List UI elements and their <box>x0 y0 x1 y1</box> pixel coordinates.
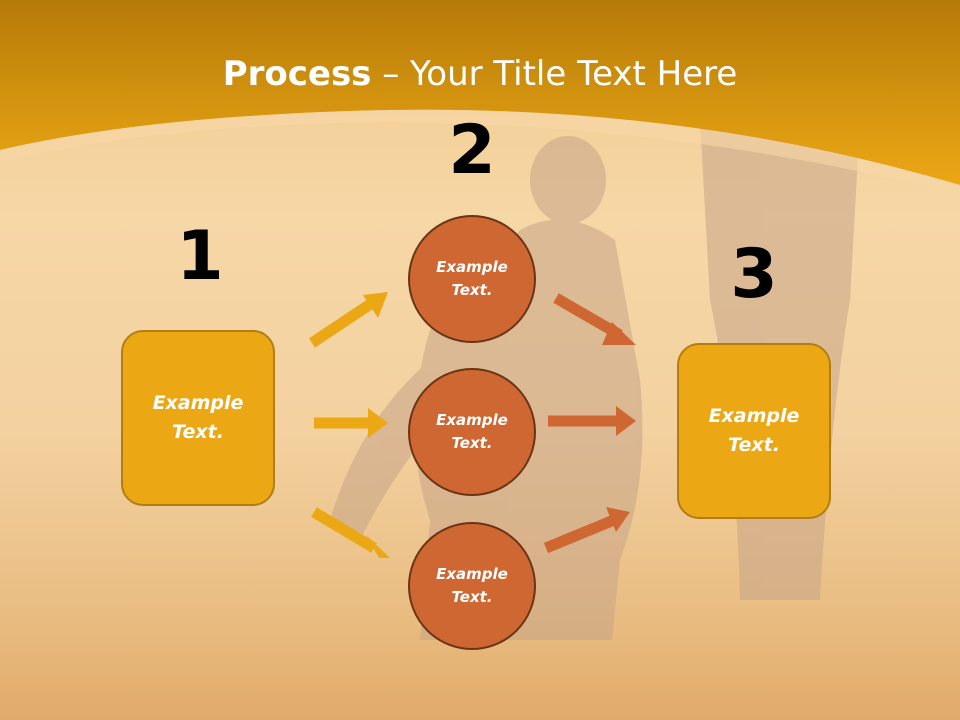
header-band <box>0 0 960 185</box>
step-1-text: Example Text. <box>152 392 244 443</box>
arrow-in-top-head <box>363 292 388 318</box>
step-2-item-3-text: Example Text. <box>436 565 508 606</box>
step-2-item-1-text: Example Text. <box>436 258 508 299</box>
title-rest: – Your Title Text Here <box>371 54 738 94</box>
step-2-item-2-text: Example Text. <box>436 411 508 452</box>
step-2-circle-bottom: Example Text. <box>408 522 536 650</box>
step-3-text: Example Text. <box>708 405 800 456</box>
arrow-in-bottom <box>311 507 377 553</box>
header-highlight <box>0 109 960 195</box>
arrows-in <box>308 292 390 558</box>
title-bold: Process <box>222 54 372 94</box>
arrow-out-bottom <box>543 514 617 554</box>
slide-title: Process – Your Title Text Here <box>0 52 960 96</box>
arrow-in-bottom-head <box>366 535 390 558</box>
arrow-out-top-head <box>602 322 636 345</box>
arrow-in-top <box>308 298 376 348</box>
step-1-box: Example Text. <box>121 330 275 506</box>
arrow-out-bottom-head <box>606 507 630 532</box>
arrows-out <box>543 293 636 554</box>
step-2-circle-top: Example Text. <box>408 215 536 343</box>
step-2-circle-middle: Example Text. <box>408 368 536 496</box>
step-3-number: 3 <box>730 235 778 314</box>
arrow-in-middle-head <box>368 408 388 438</box>
step-2-number: 2 <box>448 111 496 190</box>
step-3-box: Example Text. <box>677 343 831 519</box>
arrow-out-middle-head <box>616 406 636 436</box>
step-1-number: 1 <box>176 217 224 296</box>
